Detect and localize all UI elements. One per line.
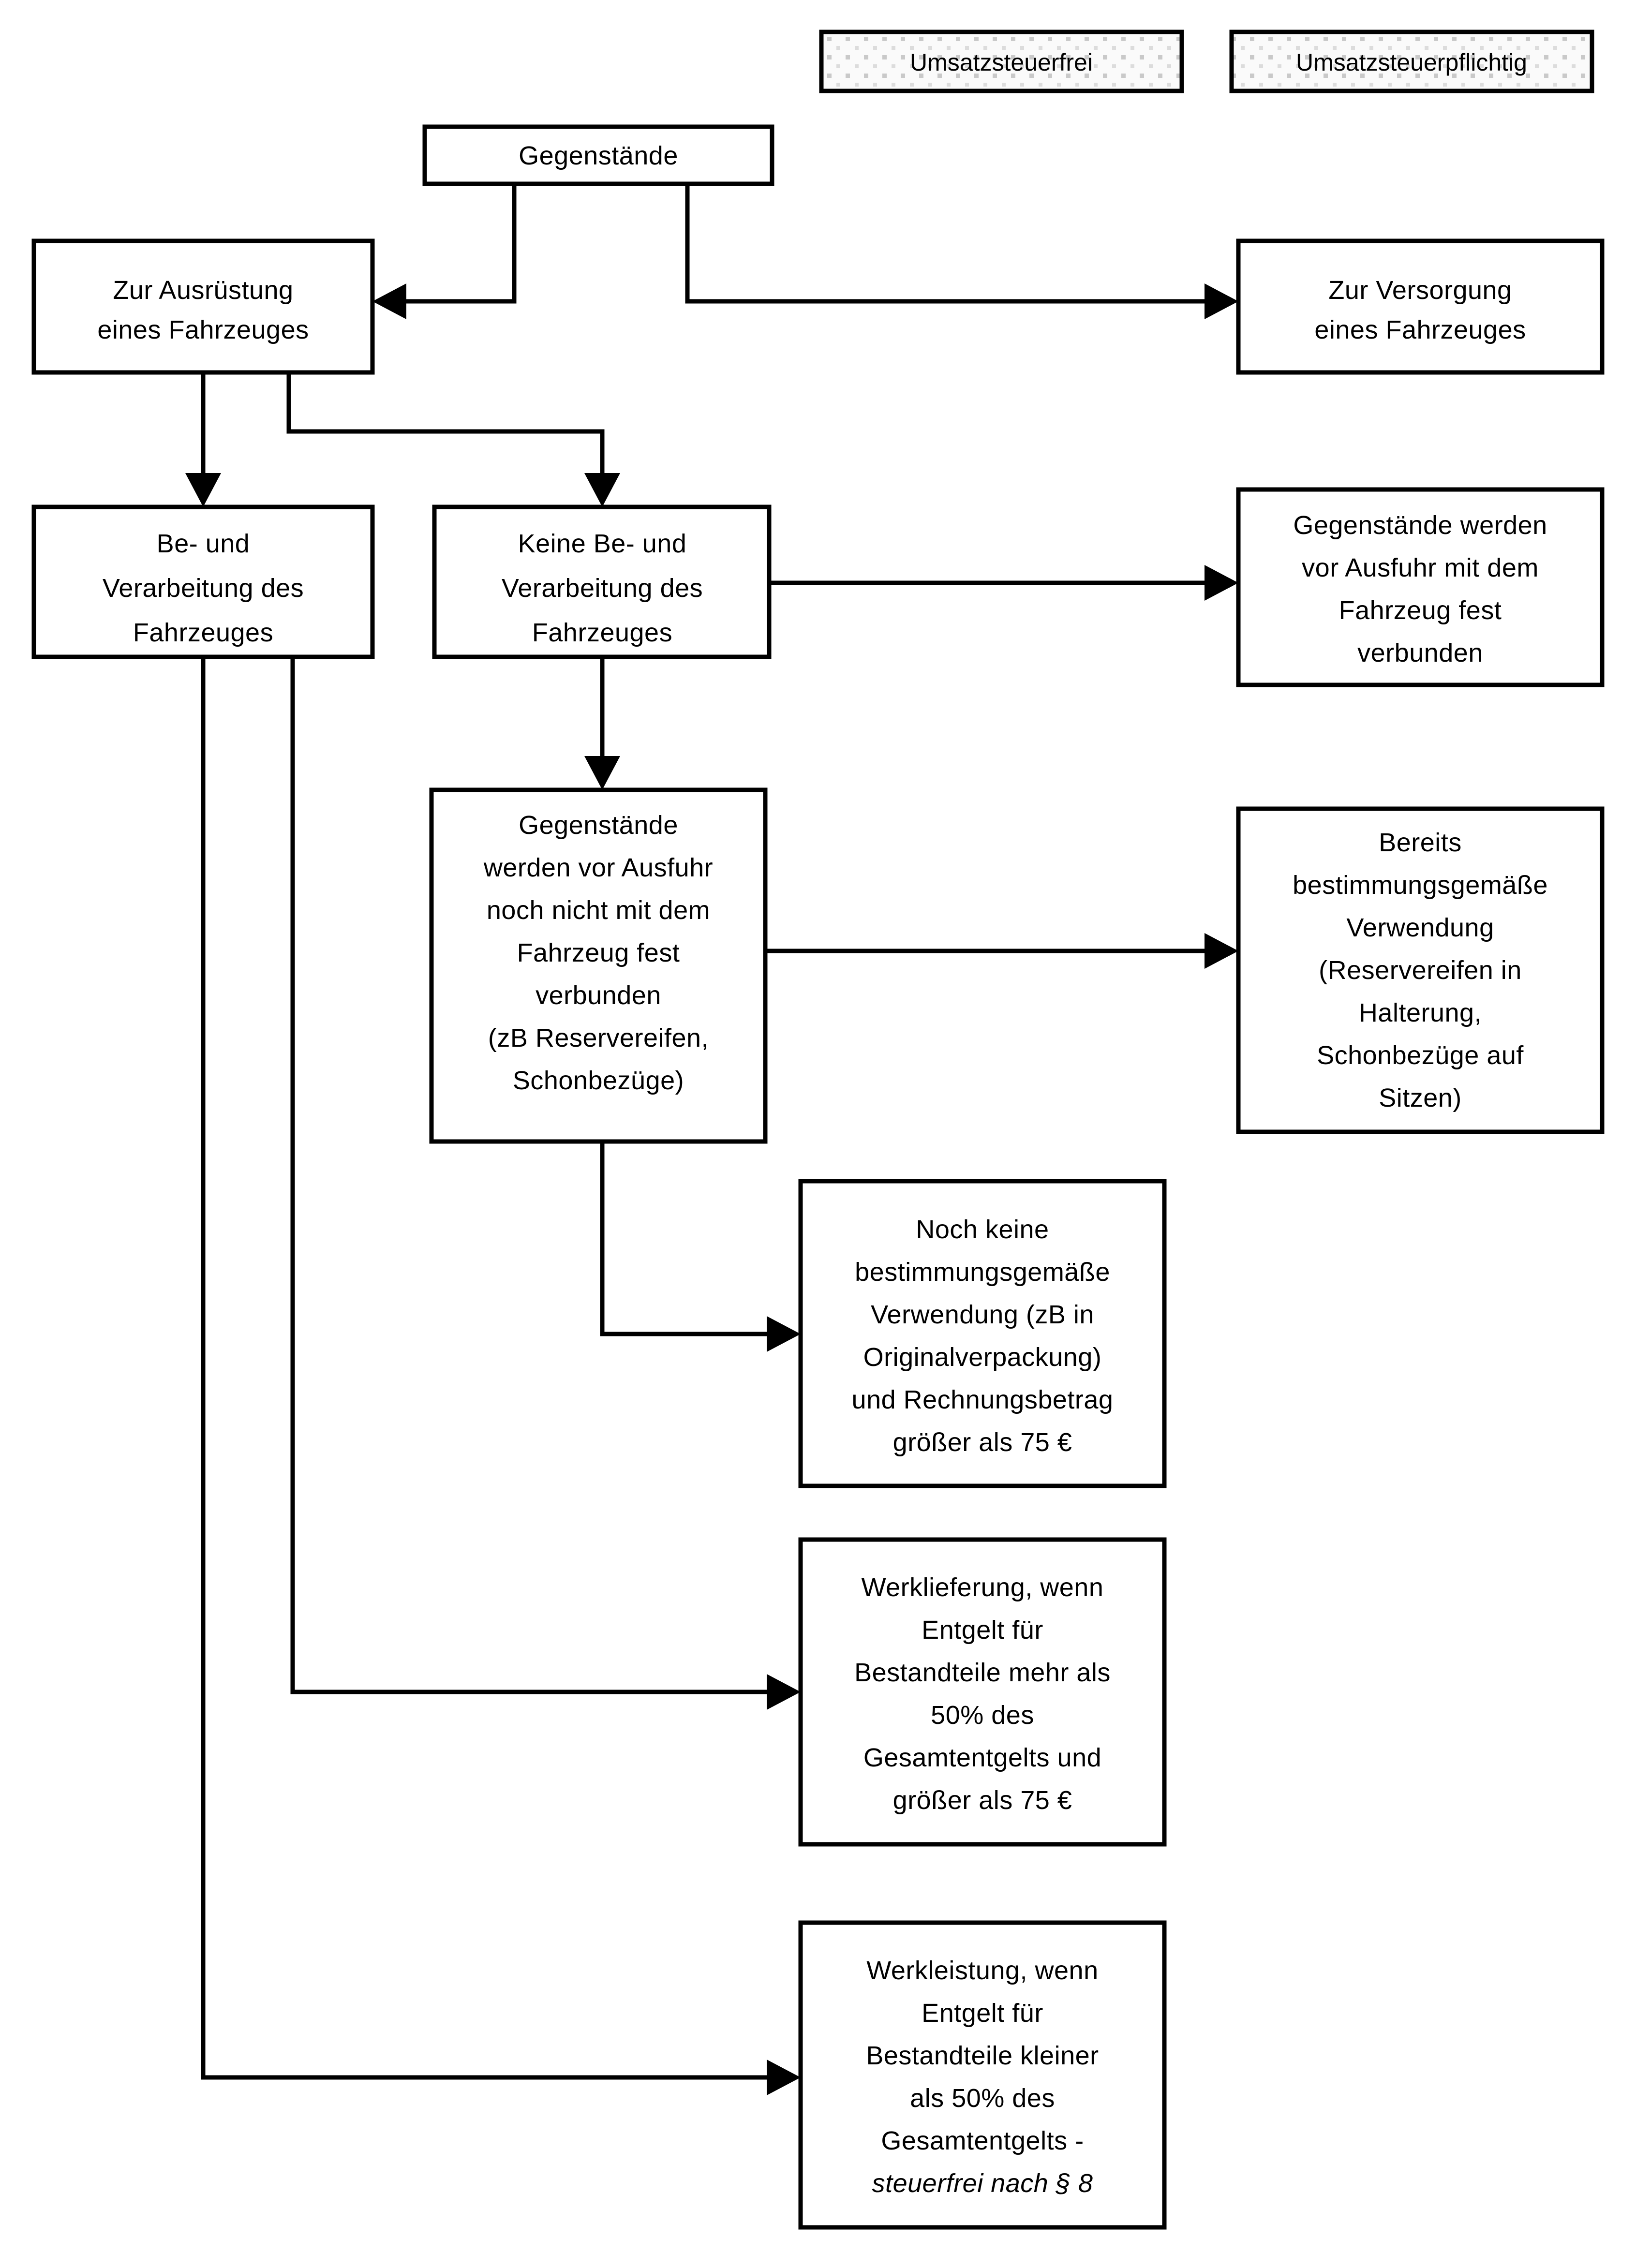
node-be-und-verarbeitung[interactable]: Be- und Verarbeitung des Fahrzeuges [31, 504, 375, 659]
node-werklieferung[interactable]: Werklieferung, wenn Entgelt für Bestandt… [798, 1537, 1167, 1847]
node-werklieferung-line-2: Bestandteile mehr als [854, 1658, 1111, 1687]
node-zur-ausruestung-line-1: eines Fahrzeuges [97, 315, 309, 344]
node-zur-versorgung-line-0: Zur Versorgung [1328, 276, 1512, 305]
legend-umsatzsteuerpflichtig: Umsatzsteuerpflichtig [1229, 30, 1594, 93]
legend-label-umsatzsteuerpflichtig: Umsatzsteuerpflichtig [1296, 49, 1527, 76]
node-noch-nicht-line-6: Schonbezüge) [513, 1066, 684, 1095]
node-bereits-line-1: bestimmungsgemäße [1293, 871, 1548, 900]
node-werklieferung-line-0: Werklieferung, wenn [862, 1573, 1104, 1602]
node-noch-nicht-line-3: Fahrzeug fest [517, 938, 680, 967]
node-bereits-bestimmungsgemaesse[interactable]: Bereits bestimmungsgemäße Verwendung (Re… [1236, 806, 1605, 1134]
node-gegenstaende-line-0: Gegenstände [519, 141, 678, 170]
node-werkleistung-line-2: Bestandteile kleiner [866, 2041, 1099, 2070]
node-fest-verbunden-line-2: Fahrzeug fest [1339, 596, 1502, 625]
node-noch-keine-line-1: bestimmungsgemäße [855, 1258, 1110, 1287]
node-werklieferung-line-3: 50% des [931, 1701, 1034, 1730]
node-noch-nicht-line-4: verbunden [535, 981, 661, 1010]
node-werklieferung-line-1: Entgelt für [922, 1616, 1043, 1645]
node-werkleistung-line-3: als 50% des [910, 2084, 1055, 2113]
node-noch-nicht-line-1: werden vor Ausfuhr [483, 853, 713, 882]
edge-be-und-verarbeitung-to-werklieferung [290, 656, 801, 1710]
node-bereits-line-6: Sitzen) [1379, 1083, 1462, 1112]
edge-be-und-verarbeitung-to-werkleistung [201, 656, 801, 2095]
node-fest-verbunden-line-3: verbunden [1357, 638, 1483, 667]
node-keine-be-und-verarbeitung[interactable]: Keine Be- und Verarbeitung des Fahrzeuge… [432, 504, 772, 659]
edge-noch-nicht-to-noch-keine [600, 1141, 801, 1352]
node-werklieferung-line-4: Gesamtentgelts und [863, 1743, 1101, 1772]
node-zur-versorgung[interactable]: Zur Versorgung eines Fahrzeuges [1236, 238, 1605, 375]
node-noch-keine-line-4: und Rechnungsbetrag [852, 1385, 1114, 1414]
node-werkleistung-line-0: Werkleistung, wenn [866, 1956, 1098, 1985]
edge-gegenstaende-to-zur-versorgung [685, 184, 1238, 319]
node-bereits-line-0: Bereits [1379, 828, 1462, 857]
node-gegenstaende[interactable]: Gegenstände [422, 124, 774, 186]
node-be-und-verarbeitung-line-1: Verarbeitung des [103, 574, 304, 603]
edge-gegenstaende-to-zur-ausruestung [372, 184, 517, 319]
edge-keine-be-und-verarbeitung-to-fest-verbunden [769, 565, 1238, 601]
node-werkleistung-line-5: steuerfrei nach § 8 [872, 2169, 1093, 2198]
node-noch-keine-line-2: Verwendung (zB in [871, 1300, 1094, 1329]
node-noch-nicht-fest-verbunden[interactable]: Gegenstände werden vor Ausfuhr noch nich… [429, 787, 768, 1144]
node-be-und-verarbeitung-line-0: Be- und [157, 529, 250, 558]
edge-noch-nicht-to-bereits [765, 933, 1238, 969]
node-werklieferung-line-5: größer als 75 € [893, 1786, 1072, 1815]
node-keine-be-und-verarbeitung-line-0: Keine Be- und [518, 529, 687, 558]
node-keine-be-und-verarbeitung-line-1: Verarbeitung des [502, 574, 703, 603]
node-noch-keine-line-5: größer als 75 € [893, 1428, 1072, 1457]
node-noch-nicht-line-0: Gegenstände [519, 811, 678, 840]
node-werkleistung-line-1: Entgelt für [922, 1999, 1043, 2028]
node-fest-verbunden-line-1: vor Ausfuhr mit dem [1302, 553, 1539, 582]
node-fest-verbunden[interactable]: Gegenstände werden vor Ausfuhr mit dem F… [1236, 487, 1605, 687]
node-bereits-line-4: Halterung, [1359, 998, 1482, 1027]
edge-zur-ausruestung-to-keine-be-und-verarbeitung [286, 372, 620, 507]
node-bereits-line-2: Verwendung [1346, 913, 1494, 942]
node-noch-keine-line-3: Originalverpackung) [863, 1343, 1102, 1372]
node-bereits-line-3: (Reservereifen in [1319, 956, 1522, 985]
node-be-und-verarbeitung-line-2: Fahrzeuges [133, 618, 273, 647]
node-noch-keine-bestimmungsgemaesse[interactable]: Noch keine bestimmungsgemäße Verwendung … [798, 1179, 1167, 1488]
node-bereits-line-5: Schonbezüge auf [1317, 1041, 1524, 1070]
node-zur-ausruestung[interactable]: Zur Ausrüstung eines Fahrzeuges [31, 238, 375, 375]
node-zur-versorgung-line-1: eines Fahrzeuges [1314, 315, 1526, 344]
node-werkleistung-line-4: Gesamtentgelts - [881, 2126, 1084, 2155]
node-fest-verbunden-line-0: Gegenstände werden [1293, 511, 1547, 540]
node-werkleistung[interactable]: Werkleistung, wenn Entgelt für Bestandte… [798, 1920, 1167, 2230]
node-zur-ausruestung-line-0: Zur Ausrüstung [113, 276, 293, 305]
legend-umsatzsteuerfrei: Umsatzsteuerfrei [819, 30, 1184, 93]
edge-keine-be-und-verarbeitung-to-noch-nicht-fest-verbunden [584, 656, 620, 790]
node-noch-nicht-line-2: noch nicht mit dem [487, 896, 710, 925]
node-noch-nicht-line-5: (zB Reservereifen, [488, 1023, 709, 1052]
node-noch-keine-line-0: Noch keine [916, 1215, 1049, 1244]
edge-zur-ausruestung-to-be-und-verarbeitung [185, 372, 221, 507]
legend-label-umsatzsteuerfrei: Umsatzsteuerfrei [910, 49, 1093, 76]
node-keine-be-und-verarbeitung-line-2: Fahrzeuges [532, 618, 672, 647]
